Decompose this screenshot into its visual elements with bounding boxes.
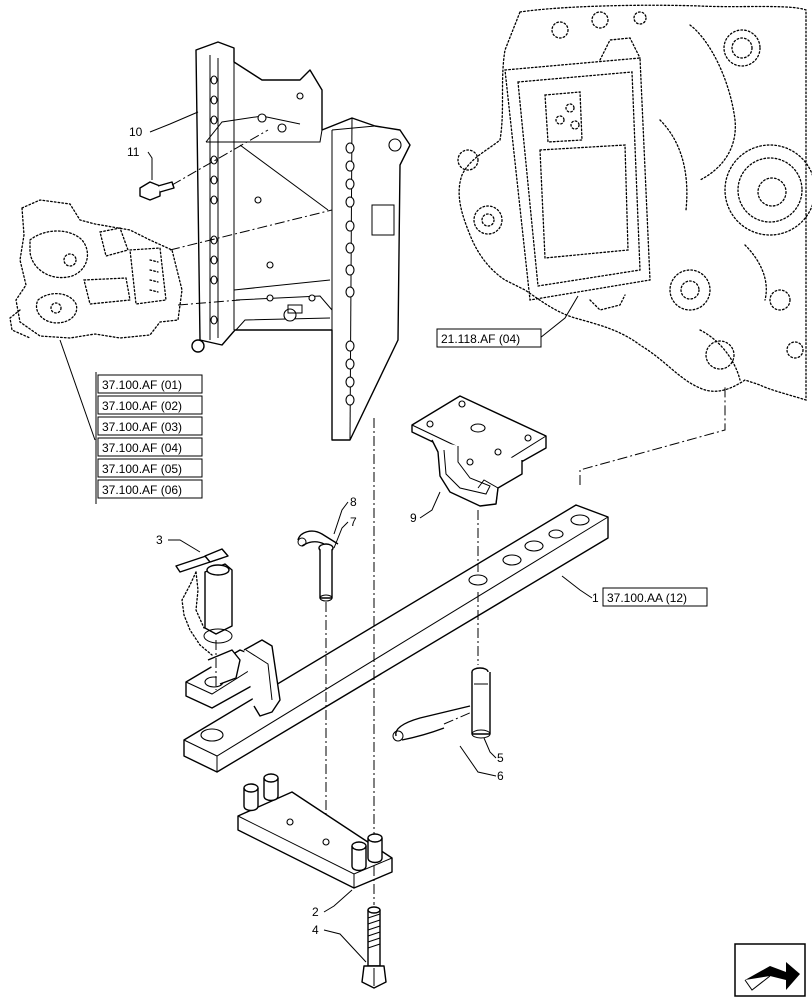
leader-7	[333, 521, 349, 549]
leader-11	[147, 151, 153, 180]
ref-hitch-3: 37.100.AF (03)	[102, 420, 182, 434]
hitch-assembly	[9, 199, 183, 339]
clip-6	[392, 705, 471, 742]
pin-5	[471, 667, 491, 739]
next-page-arrow-icon[interactable]	[734, 943, 806, 997]
hitch-frame	[195, 41, 411, 441]
label-2: 2	[312, 905, 319, 919]
ref-hitch-4: 37.100.AF (04)	[102, 441, 182, 455]
clevis	[185, 639, 281, 717]
label-11: 11	[127, 145, 140, 159]
drawbar	[183, 504, 609, 773]
axis-bolt-11	[171, 129, 269, 186]
ref-hitch-6: 37.100.AF (06)	[102, 483, 182, 497]
transmission-housing	[457, 4, 812, 401]
label-1: 1	[592, 591, 599, 605]
pin-3	[175, 548, 233, 656]
leader-3	[168, 539, 201, 553]
label-7: 7	[350, 515, 357, 529]
axis-hitch-top	[169, 209, 333, 251]
leader-hitch-list	[59, 339, 96, 441]
ref-box-housing	[436, 328, 542, 348]
frame-holes	[210, 75, 355, 406]
axis-bracket-housing	[579, 385, 726, 485]
ref-box-hitch-3	[97, 416, 203, 436]
label-3: 3	[156, 533, 163, 547]
bolt-11	[139, 181, 175, 201]
leader-1	[561, 575, 593, 599]
ref-box-hitch-6	[97, 479, 203, 499]
ref-box-hitch-5	[97, 458, 203, 478]
label-4: 4	[312, 923, 319, 937]
label-8: 8	[350, 495, 357, 509]
frame-nut	[191, 339, 205, 353]
ref-hitch-5: 37.100.AF (05)	[102, 462, 182, 476]
support-bracket	[411, 395, 547, 507]
label-5: 5	[497, 751, 504, 765]
leader-8	[333, 501, 349, 535]
label-9: 9	[410, 511, 417, 525]
axis-clip-6	[443, 711, 473, 725]
leader-4	[323, 929, 367, 963]
label-10: 10	[129, 125, 143, 139]
pin-7	[318, 543, 334, 602]
ref-housing: 21.118.AF (04)	[441, 332, 520, 346]
bolt-4	[361, 906, 387, 989]
leader-housing	[539, 295, 579, 339]
leader-2	[323, 889, 353, 913]
axis-hitch	[177, 299, 241, 306]
ref-box-hitch-1	[97, 374, 203, 394]
leader-10	[149, 111, 199, 133]
ref-box-hitch-2	[97, 395, 203, 415]
leader-5	[483, 737, 497, 759]
clip-8	[297, 530, 339, 547]
ref-hitch-2: 37.100.AF (02)	[102, 399, 182, 413]
ref-box-drawbar	[602, 587, 708, 607]
ref-hitch-1: 37.100.AF (01)	[102, 378, 182, 392]
ref-drawbar: 37.100.AA (12)	[607, 591, 687, 605]
base-plate-posts	[243, 773, 383, 872]
label-6: 6	[497, 769, 504, 783]
leader-9	[419, 491, 441, 519]
ref-box-hitch-4	[97, 437, 203, 457]
leader-6	[459, 745, 497, 777]
